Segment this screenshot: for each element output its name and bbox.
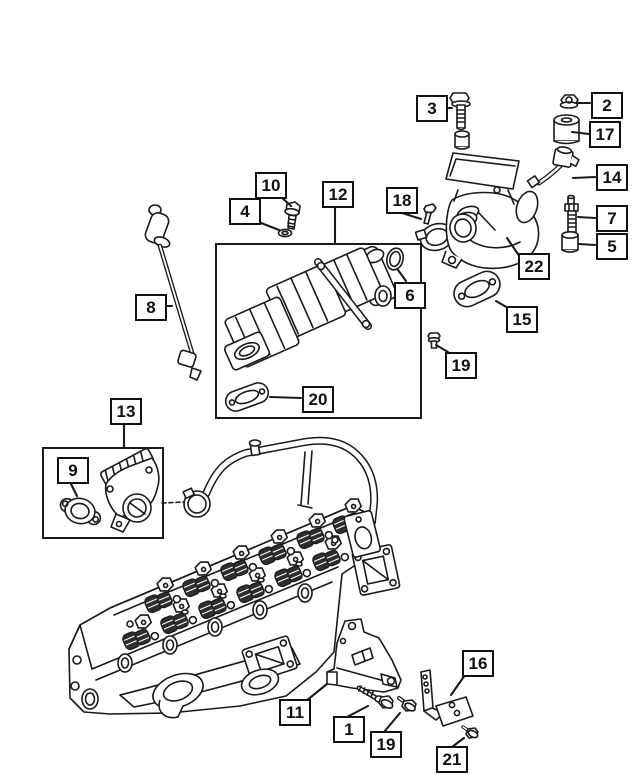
head-front-ports bbox=[118, 584, 312, 672]
group-box-13-outline bbox=[43, 448, 163, 538]
tube-end-bracket bbox=[344, 510, 381, 558]
gasket-part-9 bbox=[57, 495, 103, 528]
coolant-tube bbox=[162, 440, 381, 558]
thermostat-housing-group bbox=[43, 448, 163, 538]
callout-14[interactable]: 14 bbox=[596, 164, 628, 191]
bolt-part-3 bbox=[450, 93, 470, 130]
callout-19-lower[interactable]: 19 bbox=[370, 731, 402, 758]
callout-13[interactable]: 13 bbox=[110, 398, 142, 425]
spacer-below-bolt-3 bbox=[455, 131, 469, 149]
callout-4[interactable]: 4 bbox=[229, 198, 261, 225]
callout-22[interactable]: 22 bbox=[518, 253, 550, 280]
callout-15[interactable]: 15 bbox=[506, 306, 538, 333]
callout-8[interactable]: 8 bbox=[135, 294, 167, 321]
bolt-part-1 bbox=[359, 686, 394, 710]
callout-10[interactable]: 10 bbox=[255, 172, 287, 199]
exhaust-manifold bbox=[120, 635, 300, 717]
dipstick-part-8 bbox=[143, 205, 201, 380]
gasket-part-20 bbox=[223, 380, 271, 414]
bolt-part-19-lower bbox=[399, 698, 416, 712]
callout-3[interactable]: 3 bbox=[416, 95, 448, 122]
washer-part-4 bbox=[279, 229, 292, 236]
callout-11[interactable]: 11 bbox=[279, 699, 311, 726]
bolt-part-19-upper bbox=[428, 333, 440, 348]
callout-2[interactable]: 2 bbox=[591, 92, 623, 119]
callout-9[interactable]: 9 bbox=[57, 457, 89, 484]
cylinder-head bbox=[69, 494, 400, 718]
exhaust-outlet-housing-part-13 bbox=[100, 448, 159, 532]
o-ring-part-6 bbox=[385, 246, 406, 271]
callout-7[interactable]: 7 bbox=[596, 205, 628, 232]
bolt-part-10 bbox=[285, 202, 300, 229]
v-band-clamp-part-18 bbox=[415, 204, 457, 255]
callout-18[interactable]: 18 bbox=[386, 187, 418, 214]
egr-cooler-part bbox=[223, 245, 398, 371]
callout-12[interactable]: 12 bbox=[322, 181, 354, 208]
spacer-part-5 bbox=[562, 232, 578, 252]
callout-19-upper[interactable]: 19 bbox=[445, 352, 477, 379]
callout-5[interactable]: 5 bbox=[596, 233, 628, 260]
stud-part-7 bbox=[565, 196, 578, 234]
callout-20[interactable]: 20 bbox=[302, 386, 334, 413]
callout-16[interactable]: 16 bbox=[462, 650, 494, 677]
isolator-part-17 bbox=[554, 115, 579, 144]
callout-1[interactable]: 1 bbox=[333, 716, 365, 743]
group-box-12-outline bbox=[216, 244, 421, 418]
callout-6[interactable]: 6 bbox=[394, 282, 426, 309]
turbo-mount-flange bbox=[352, 544, 400, 595]
egr-cooler-group bbox=[216, 244, 421, 418]
nut-part-2 bbox=[561, 95, 579, 108]
callout-17[interactable]: 17 bbox=[589, 121, 621, 148]
sensor-tube-part-14 bbox=[527, 146, 580, 188]
valve-springs bbox=[115, 494, 371, 653]
gasket-part-15 bbox=[450, 267, 504, 311]
screw-part-21 bbox=[463, 727, 479, 739]
callout-21[interactable]: 21 bbox=[436, 746, 468, 773]
bracket-part-11 bbox=[327, 619, 401, 692]
bracket-part-16 bbox=[421, 670, 473, 726]
leader-lines bbox=[70, 103, 595, 747]
